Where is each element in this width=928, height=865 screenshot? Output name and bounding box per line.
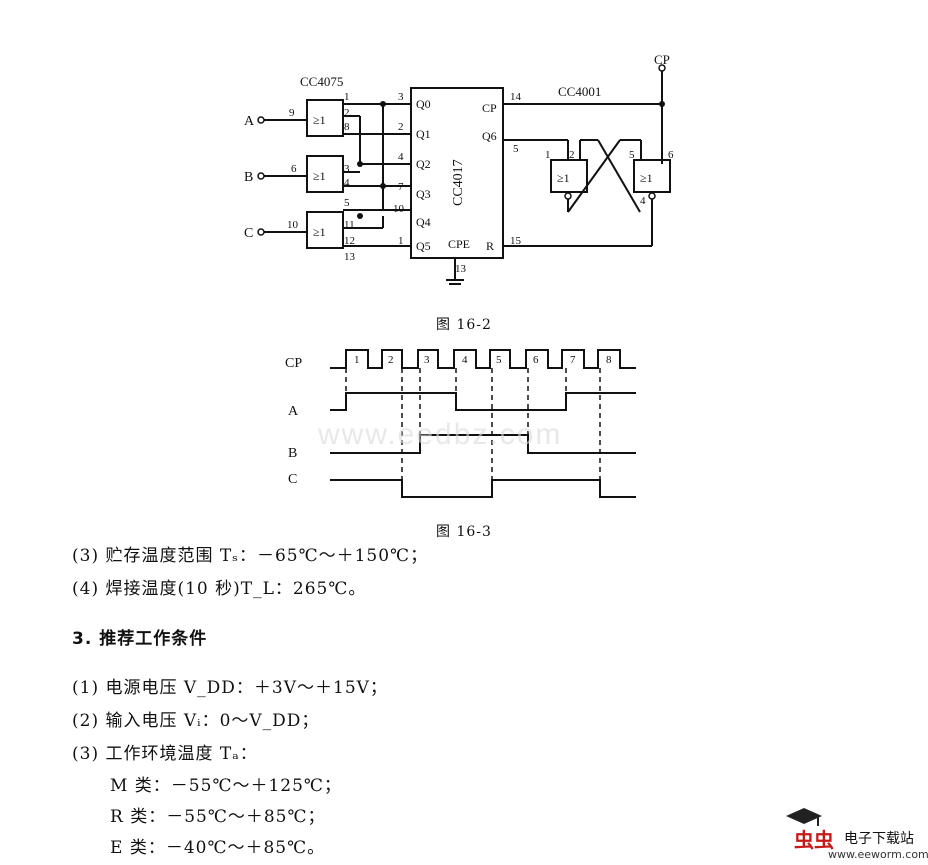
or-gate-3 (306, 211, 344, 249)
svg-text:2: 2 (344, 107, 350, 119)
figure-16-3-caption: 图 16-3 (436, 524, 492, 540)
svg-text:14: 14 (510, 91, 522, 103)
svg-text:CP: CP (285, 356, 302, 371)
svg-text:3: 3 (398, 91, 404, 103)
svg-text:15: 15 (510, 235, 522, 247)
svg-text:R: R (486, 239, 494, 253)
svg-text:13: 13 (455, 263, 467, 275)
svg-text:Q4: Q4 (416, 215, 431, 229)
ic-counter-label: CC4017 (451, 159, 466, 206)
svg-text:A: A (288, 404, 299, 419)
svg-text:4: 4 (640, 195, 646, 207)
svg-text:Q3: Q3 (416, 187, 431, 201)
circuit-diagram: CC4075 CC4001 CC4017 A B C CP ≥1 ≥1 ≥1 ≥… (244, 52, 674, 285)
svg-text:2: 2 (388, 354, 394, 366)
input-a: A (244, 114, 255, 129)
logo-url: www.eeworm.com (828, 848, 928, 861)
svg-text:11: 11 (344, 219, 355, 231)
text-line-r-class: R 类：－55℃～＋85℃； (110, 807, 326, 827)
svg-text:12: 12 (344, 235, 355, 247)
or-gate-2 (306, 155, 344, 193)
svg-text:Q5: Q5 (416, 239, 431, 253)
cp-input-label: CP (654, 52, 670, 67)
svg-text:4: 4 (398, 151, 404, 163)
svg-text:2: 2 (398, 121, 404, 133)
svg-text:CPE: CPE (448, 237, 470, 251)
svg-text:1: 1 (398, 235, 404, 247)
figure-16-2-caption: 图 16-2 (436, 317, 492, 333)
svg-text:Q1: Q1 (416, 127, 431, 141)
input-c: C (244, 226, 253, 241)
svg-text:4: 4 (344, 177, 350, 189)
svg-text:8: 8 (344, 121, 350, 133)
text-line-ambient-temp: (3) 工作环境温度 Tₐ： (72, 744, 258, 764)
svg-text:5: 5 (513, 143, 519, 155)
text-line-input-voltage: (2) 输入电压 Vᵢ：0～V_DD； (72, 711, 320, 731)
svg-text:3: 3 (344, 163, 350, 175)
svg-text:8: 8 (606, 354, 612, 366)
logo-title: 电子下载站 (844, 831, 914, 847)
svg-text:3: 3 (424, 354, 430, 366)
svg-text:13: 13 (344, 251, 356, 263)
svg-text:4: 4 (462, 354, 468, 366)
svg-text:≥1: ≥1 (313, 113, 326, 127)
watermark-text: www.eedbz.com (318, 418, 563, 451)
text-line-supply-voltage: (1) 电源电压 V_DD：＋3V～＋15V； (72, 678, 388, 698)
svg-text:9: 9 (289, 107, 295, 119)
text-line-m-class: M 类：－55℃～＋125℃； (110, 776, 342, 796)
svg-text:≥1: ≥1 (557, 171, 570, 185)
svg-text:1: 1 (344, 91, 350, 103)
svg-text:5: 5 (629, 149, 635, 161)
svg-text:1: 1 (354, 354, 360, 366)
svg-text:10: 10 (393, 203, 405, 215)
svg-text:Q2: Q2 (416, 157, 431, 171)
input-b: B (244, 170, 253, 185)
site-logo: 虫虫 电子下载站 www.eeworm.com (776, 806, 928, 862)
svg-text:5: 5 (344, 197, 350, 209)
svg-text:5: 5 (496, 354, 502, 366)
svg-text:CP: CP (482, 101, 497, 115)
ic-nor-label: CC4001 (558, 84, 601, 99)
text-line-e-class: E 类：－40℃～＋85℃。 (110, 838, 326, 858)
svg-text:7: 7 (570, 354, 576, 366)
ic-or-label: CC4075 (300, 74, 343, 89)
svg-text:6: 6 (668, 149, 674, 161)
logo-mark: 虫虫 (794, 828, 834, 852)
svg-text:≥1: ≥1 (313, 169, 326, 183)
svg-text:6: 6 (291, 163, 297, 175)
svg-text:≥1: ≥1 (640, 171, 653, 185)
nor-gate-2 (633, 159, 671, 193)
svg-text:6: 6 (533, 354, 539, 366)
or-gate-1 (306, 99, 344, 137)
graduation-cap-icon (786, 808, 822, 826)
svg-text:7: 7 (398, 181, 404, 193)
cc4017-box (410, 87, 504, 259)
text-line-storage-temp: (3) 贮存温度范围 Tₛ：－65℃～＋150℃； (72, 546, 429, 566)
svg-text:≥1: ≥1 (313, 225, 326, 239)
svg-text:10: 10 (287, 219, 299, 231)
nor-gate-1 (550, 159, 588, 193)
section-heading: 3. 推荐工作条件 (72, 629, 208, 649)
svg-text:1: 1 (545, 149, 551, 161)
svg-text:C: C (288, 472, 297, 487)
svg-text:Q6: Q6 (482, 129, 497, 143)
svg-text:B: B (288, 446, 297, 461)
svg-text:Q0: Q0 (416, 97, 431, 111)
svg-text:2: 2 (569, 149, 575, 161)
text-line-solder-temp: (4) 焊接温度(10 秒)T_L：265℃。 (72, 579, 367, 599)
timing-diagram: CP A B C 1 2 3 4 5 6 7 8 (285, 349, 636, 498)
